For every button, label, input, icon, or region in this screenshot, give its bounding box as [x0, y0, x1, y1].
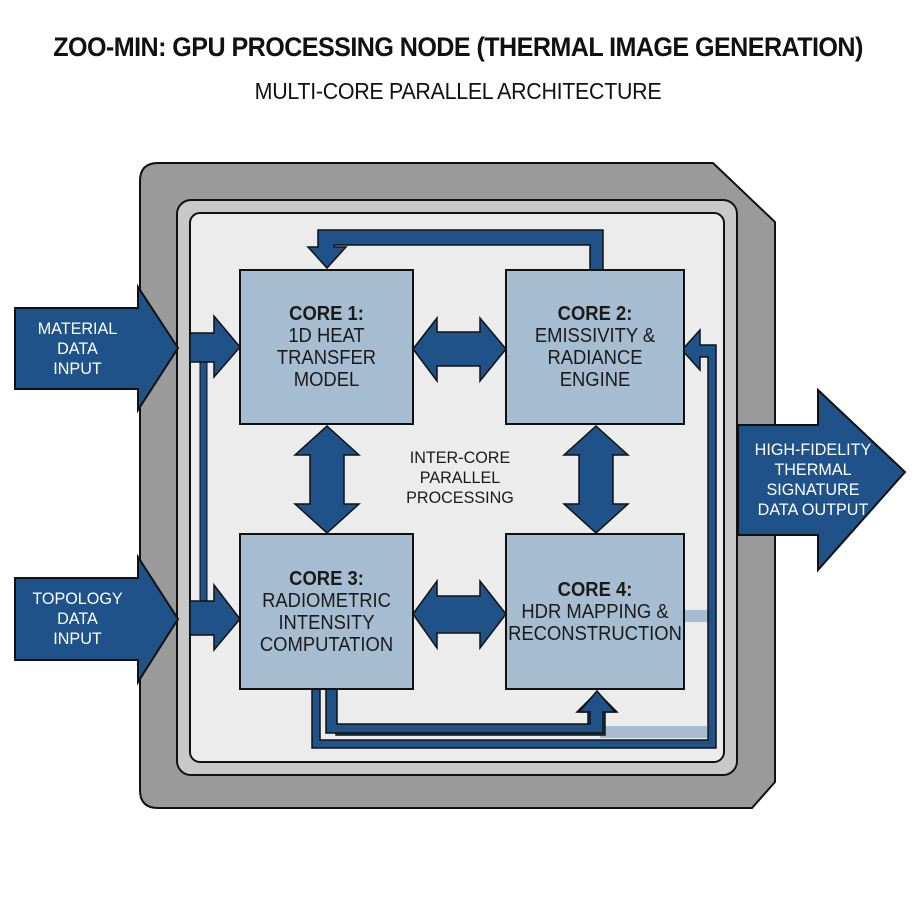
core2-core4-arrow: [562, 424, 630, 535]
core3-core4-arrow: [412, 578, 507, 651]
core-1-box[interactable]: [239, 269, 414, 425]
topology-input-line: DATA: [57, 609, 98, 628]
topology-input-arrow: [14, 553, 180, 686]
output-line: THERMAL: [774, 460, 852, 479]
inter-core-line: PARALLEL: [419, 468, 501, 487]
core-3-box[interactable]: [239, 533, 414, 690]
core-2-line: EMISSIVITY &: [534, 325, 656, 347]
output-label: HIGH-FIDELITY THERMAL SIGNATURE DATA OUT…: [742, 430, 885, 530]
material-input-line: INPUT: [53, 358, 102, 378]
feedback-loop-inner-bar: [325, 687, 617, 734]
topology-input-label: TOPOLOGY DATA INPUT: [18, 578, 137, 660]
inter-core-line: PROCESSING: [406, 488, 514, 507]
core-4-line: RECONSTRUCTION: [508, 622, 682, 645]
feedback-loop-top: [306, 229, 604, 271]
topology-input-line: TOPOLOGY: [32, 589, 123, 608]
feedback-loop-outer: [311, 328, 717, 749]
core-1-line: 1D HEAT: [288, 325, 365, 347]
core-4-title: CORE 4:: [557, 578, 633, 601]
material-input-arrow: [14, 283, 180, 414]
core-3-line: INTENSITY: [278, 611, 375, 634]
core-3-title: CORE 3:: [289, 567, 364, 590]
topology-inner-arrow: [189, 582, 241, 653]
inter-core-label: INTER-CORE PARALLEL PROCESSING: [389, 448, 532, 508]
core-2-label: CORE 2: EMISSIVITY & RADIANCE ENGINE: [513, 270, 677, 424]
core-2-line: RADIANCE: [547, 347, 643, 369]
core1-core2-arrow: [412, 315, 507, 384]
material-input-label: MATERIAL DATA INPUT: [18, 308, 137, 389]
core-3-line: RADIOMETRIC: [262, 589, 391, 612]
bus-line-core4: [683, 610, 711, 622]
core-4-label: CORE 4: HDR MAPPING & RECONSTRUCTION: [508, 534, 682, 689]
core1-core3-arrow: [293, 424, 361, 535]
material-input-line: DATA: [57, 338, 98, 358]
core-3-label: CORE 3: RADIOMETRIC INTENSITY COMPUTATIO…: [247, 534, 406, 689]
output-line: HIGH-FIDELITY: [754, 440, 872, 459]
core-2-line: ENGINE: [559, 369, 631, 391]
core-2-box[interactable]: [505, 269, 685, 425]
core-2-title: CORE 2:: [557, 303, 633, 325]
core-4-line: HDR MAPPING &: [521, 600, 669, 623]
input-link-line: [199, 361, 208, 603]
material-inner-arrow: [189, 313, 241, 380]
topology-input-line: INPUT: [53, 629, 102, 648]
core-1-title: CORE 1:: [289, 303, 364, 325]
diagram-title: ZOO-MIN: GPU PROCESSING NODE (THERMAL IM…: [53, 32, 863, 62]
output-line: DATA OUTPUT: [757, 500, 869, 519]
core-1-line: MODEL: [293, 369, 360, 391]
bus-line-bottom: [600, 726, 707, 738]
output-line: SIGNATURE: [766, 480, 860, 499]
diagram-subtitle: MULTI-CORE PARALLEL ARCHITECTURE: [254, 78, 662, 104]
material-input-line: MATERIAL: [37, 318, 118, 338]
core-4-box[interactable]: [505, 533, 685, 690]
core-1-line: TRANSFER: [276, 347, 377, 369]
core-3-line: COMPUTATION: [259, 633, 394, 656]
output-arrow: [737, 387, 907, 573]
inter-core-line: INTER-CORE: [409, 448, 511, 467]
core-1-label: CORE 1: 1D HEAT TRANSFER MODEL: [247, 270, 406, 424]
